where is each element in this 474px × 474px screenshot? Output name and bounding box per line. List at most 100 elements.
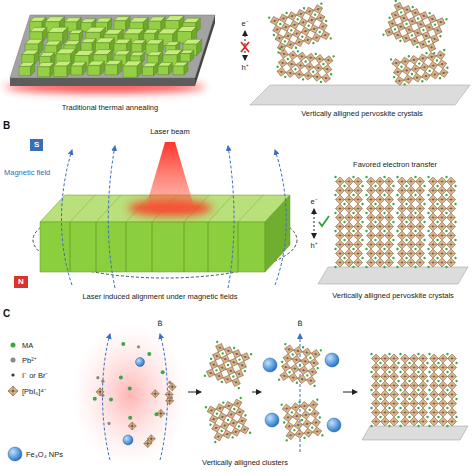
octahedron-edge — [336, 181, 345, 182]
lead-atom — [410, 198, 412, 200]
octahedron — [448, 408, 457, 417]
octahedron — [412, 27, 424, 39]
ma-cation — [314, 53, 317, 56]
octahedron — [383, 26, 395, 38]
cube-side — [154, 63, 158, 76]
octahedron-edge — [310, 413, 319, 414]
octahedron-edge — [436, 54, 445, 56]
octahedron — [401, 408, 410, 417]
octahedron — [285, 39, 296, 50]
lead-atom — [278, 37, 281, 40]
octahedron-edge — [430, 403, 439, 404]
lead-atom — [441, 63, 444, 66]
lead-atom — [395, 62, 398, 65]
ma-cation — [307, 24, 310, 27]
lead-atom — [379, 225, 381, 227]
octahedron-edge — [410, 376, 419, 377]
ma-cation — [414, 194, 416, 196]
octahedron — [390, 9, 402, 21]
ma-cation — [388, 371, 390, 373]
ma-cation — [299, 364, 302, 367]
ma-cation — [370, 371, 372, 373]
lead-atom — [286, 407, 288, 409]
octahedron-edge — [388, 22, 396, 25]
octahedron-edge — [96, 391, 104, 392]
octahedron-edge — [376, 253, 385, 254]
octahedron-edge — [416, 181, 425, 182]
ma-cation — [374, 239, 376, 241]
octahedron-edge — [291, 407, 300, 408]
octahedron-edge — [402, 37, 410, 40]
ma-cation — [370, 353, 372, 355]
octahedron — [367, 204, 376, 213]
lead-atom — [370, 243, 372, 245]
lead-atom — [404, 384, 406, 386]
lead-atom — [375, 384, 377, 386]
lead-atom — [416, 76, 419, 79]
octahedron-edge — [315, 58, 324, 59]
octahedron-edge — [376, 226, 385, 227]
octahedron — [398, 204, 407, 213]
ma-cation — [425, 52, 428, 55]
octahedron — [438, 177, 447, 186]
octahedron-edge — [224, 349, 232, 352]
ma-cation — [407, 55, 410, 58]
lead-atom — [413, 393, 415, 395]
pole-label: N — [18, 277, 24, 286]
cube-front — [173, 66, 184, 75]
octahedron-edge — [277, 71, 286, 72]
octahedron-edge — [238, 420, 247, 422]
octahedron — [299, 401, 309, 411]
cube-side — [184, 62, 188, 75]
lead-atom — [215, 426, 218, 429]
ma-cation — [446, 407, 448, 409]
octahedron-edge — [433, 29, 441, 32]
octahedron-edge — [381, 376, 390, 377]
octahedron — [381, 417, 390, 426]
octahedron — [429, 186, 438, 195]
octahedron — [336, 213, 345, 222]
octahedron-edge — [438, 235, 447, 236]
octahedron — [439, 399, 448, 408]
ma-cation — [383, 266, 385, 268]
octahedron-edge — [416, 244, 425, 245]
octahedron-edge — [235, 372, 243, 375]
octahedron — [313, 63, 323, 73]
octahedron-edge — [376, 262, 385, 263]
octahedron-edge — [438, 208, 447, 209]
octahedron — [354, 195, 363, 204]
octahedron — [438, 231, 447, 240]
fe3o4-nanoparticle — [263, 358, 277, 372]
ma-cation — [417, 17, 420, 20]
octahedron — [439, 417, 448, 426]
grain-boundary — [70, 222, 71, 272]
lead-atom — [433, 402, 435, 404]
lead-atom — [419, 198, 421, 200]
lead-atom — [401, 225, 403, 227]
lead-ion — [101, 380, 104, 383]
octahedron — [385, 231, 394, 240]
lead-atom — [432, 180, 434, 182]
octahedron-edge — [430, 421, 439, 422]
field-line — [275, 150, 286, 285]
lead-atom — [450, 234, 452, 236]
octahedron — [309, 23, 320, 34]
octahedron — [381, 399, 390, 408]
lead-atom — [221, 366, 224, 369]
lead-atom — [379, 234, 381, 236]
octahedron-edge — [376, 208, 385, 209]
octahedron — [385, 177, 394, 186]
lead-atom — [450, 225, 452, 227]
octahedron-edge — [447, 190, 456, 191]
ma-cation — [352, 230, 354, 232]
octahedron-edge — [270, 20, 279, 22]
octahedron-edge — [283, 357, 292, 359]
octahedron-edge — [231, 431, 240, 433]
octahedron-edge — [372, 376, 381, 377]
octahedron-edge — [438, 253, 447, 254]
octahedron-edge — [282, 408, 291, 409]
octahedron-edge — [416, 262, 425, 263]
blocked-mark — [241, 42, 249, 52]
